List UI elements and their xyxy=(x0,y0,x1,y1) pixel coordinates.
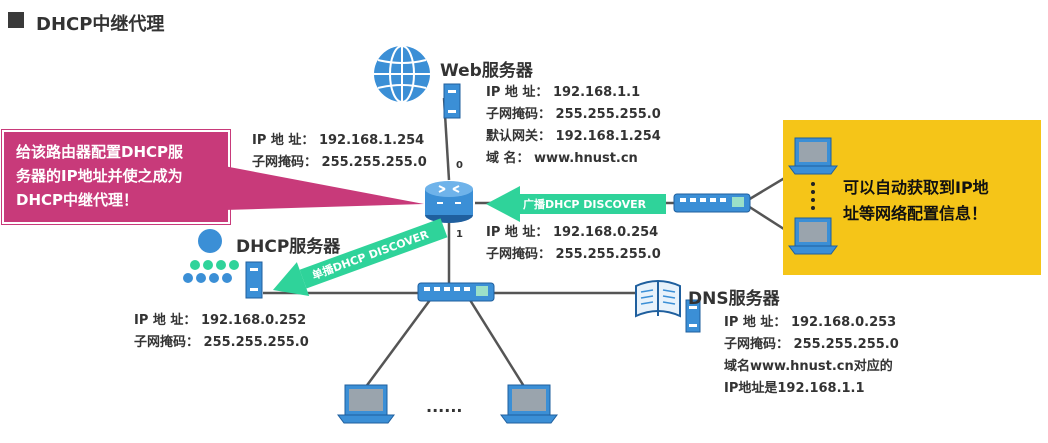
dhcp-server-info-line: 子网掩码： 255.255.255.0 xyxy=(134,335,309,350)
router-lower-info-line: IP 地 址： 192.168.0.254 xyxy=(486,225,659,240)
callout-left-text: 给该路由器配置DHCP服 务器的IP地址并使之成为 DHCP中继代理！ xyxy=(16,140,183,212)
laptop-icon-bottom xyxy=(788,217,838,255)
router-upper-info-line: IP 地 址： 192.168.1.254 xyxy=(252,133,425,148)
callout-left-line: DHCP中继代理！ xyxy=(16,191,139,209)
callout-right-line: 址等网络配置信息！ xyxy=(843,204,988,223)
callout-left-line: 务器的IP地址并使之成为 xyxy=(16,167,183,185)
dns-server-icon xyxy=(635,280,701,333)
dns-server-label: DNS服务器 xyxy=(688,289,780,309)
router-upper-info: IP 地 址： 192.168.1.254 子网掩码： 255.255.255.… xyxy=(252,130,427,174)
dhcp-server-info: IP 地 址： 192.168.0.252 子网掩码： 255.255.255.… xyxy=(134,310,309,354)
dns-server-info: IP 地 址： 192.168.0.253 子网掩码： 255.255.255.… xyxy=(724,312,899,400)
router-lower-info: IP 地 址： 192.168.0.254 子网掩码： 255.255.255.… xyxy=(486,222,661,266)
callout-right-laptops xyxy=(788,137,838,255)
dhcp-server-label: DHCP服务器 xyxy=(236,237,341,257)
callout-right-text: 可以自动获取到IP地 址等网络配置信息！ xyxy=(843,175,989,227)
laptop-icon-left xyxy=(337,384,395,424)
router-icon xyxy=(425,181,473,223)
laptop-icon-right xyxy=(500,384,558,424)
web-server-info-line: 默认网关： 192.168.1.254 xyxy=(486,129,661,144)
title-bullet xyxy=(8,12,24,28)
callout-left: 给该路由器配置DHCP服 务器的IP地址并使之成为 DHCP中继代理！ xyxy=(2,130,230,224)
broadcast-arrow: 广播DHCP DISCOVER xyxy=(486,186,666,222)
callout-right-line: 可以自动获取到IP地 xyxy=(843,178,989,197)
link-switch-pc-right xyxy=(468,299,527,389)
router-iface-1: 1 xyxy=(456,229,463,240)
dhcp-server-icon xyxy=(183,229,263,299)
router-upper-info-line: 子网掩码： 255.255.255.0 xyxy=(252,155,427,170)
dns-server-info-line: IP 地 址： 192.168.0.253 xyxy=(724,315,897,330)
callout-left-pointer xyxy=(224,166,424,210)
link-switch-pc-left xyxy=(363,299,432,389)
switch-icon-right xyxy=(673,193,751,213)
web-server-info-line: 域 名： www.hnust.cn xyxy=(486,151,638,166)
laptop-icon-top xyxy=(788,137,838,175)
dns-server-info-line: 域名www.hnust.cn对应的 xyxy=(724,359,893,374)
dns-server-info-line: IP地址是192.168.1.1 xyxy=(724,381,865,396)
router-lower-info-line: 子网掩码： 255.255.255.0 xyxy=(486,247,661,262)
web-server-tower-icon xyxy=(443,83,461,119)
router-iface-0: 0 xyxy=(456,160,463,171)
web-server-info-line: IP 地 址： 192.168.1.1 xyxy=(486,85,641,100)
dhcp-server-info-line: IP 地 址： 192.168.0.252 xyxy=(134,313,307,328)
callout-right: 可以自动获取到IP地 址等网络配置信息！ xyxy=(783,120,1041,275)
page-title: DHCP中继代理 xyxy=(36,14,165,35)
web-server-info-line: 子网掩码： 255.255.255.0 xyxy=(486,107,661,122)
broadcast-arrow-label: 广播DHCP DISCOVER xyxy=(523,197,647,211)
dns-server-info-line: 子网掩码： 255.255.255.0 xyxy=(724,337,899,352)
web-server-info: IP 地 址： 192.168.1.1 子网掩码： 255.255.255.0 … xyxy=(486,82,661,170)
globe-icon xyxy=(374,45,430,103)
callout-left-line: 给该路由器配置DHCP服 xyxy=(16,143,184,161)
vertical-dots xyxy=(811,182,815,210)
web-server-label: Web服务器 xyxy=(440,61,533,81)
switch-icon-center xyxy=(417,282,495,302)
bottom-dots: ...... xyxy=(426,397,462,416)
